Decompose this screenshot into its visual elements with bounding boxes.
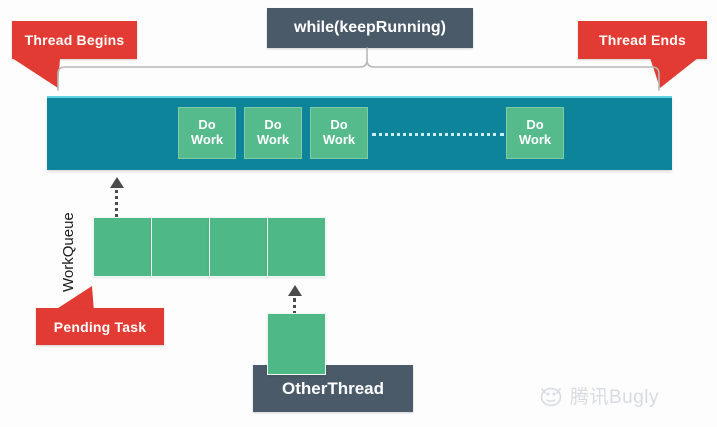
callout-thread-ends: Thread Ends [578,21,707,59]
do-work-line-2: Work [256,132,290,147]
other-thread-to-queue-arrowhead [288,285,302,296]
work-queue-label: WorkQueue [60,212,77,292]
callout-pending-task: Pending Task [36,308,164,345]
do-work-text: Do Work [519,118,551,147]
loop-bracket [57,47,660,91]
callout-pending-task-label: Pending Task [53,318,147,335]
callout-thread-begins-label: Thread Begins [24,32,125,48]
do-work-block: Do Work [310,107,368,159]
callout-thread-ends-tail [650,58,698,88]
do-work-line-2: Work [190,132,224,147]
do-work-line-1: Do [526,117,544,133]
do-work-block: Do Work [244,107,302,159]
do-work-text: Do Work [257,118,289,147]
do-work-text: Do Work [191,118,223,147]
bar-continuation-dots [372,133,504,136]
do-work-line-1: Do [198,117,216,133]
do-work-block: Do Work [178,107,236,159]
queue-cell [267,217,326,277]
loop-condition-label: while(keepRunning) [294,19,446,36]
callout-thread-begins: Thread Begins [12,21,137,59]
work-queue-label-text: WorkQueue [60,212,77,292]
do-work-line-2: Work [518,132,552,147]
do-work-block: Do Work [506,107,564,159]
queue-cell [93,217,152,277]
callout-thread-begins-tail [12,58,60,88]
callout-thread-ends-label: Thread Ends [599,32,686,48]
penguin-icon [540,387,562,406]
watermark: 腾讯Bugly [538,382,659,409]
loop-condition-box: while(keepRunning) [267,8,473,48]
other-thread-task-block [267,313,326,375]
other-thread-label: OtherThread [281,378,385,398]
queue-cell [151,217,210,277]
do-work-line-2: Work [322,132,356,147]
queue-cell [209,217,268,277]
do-work-text: Do Work [323,118,355,147]
do-work-line-1: Do [330,117,348,133]
queue-to-thread-dotted-line [115,190,118,235]
callout-pending-task-tail [52,286,94,312]
watermark-text: 腾讯Bugly [570,387,660,408]
do-work-line-1: Do [264,117,282,133]
queue-to-thread-arrowhead [110,177,124,188]
